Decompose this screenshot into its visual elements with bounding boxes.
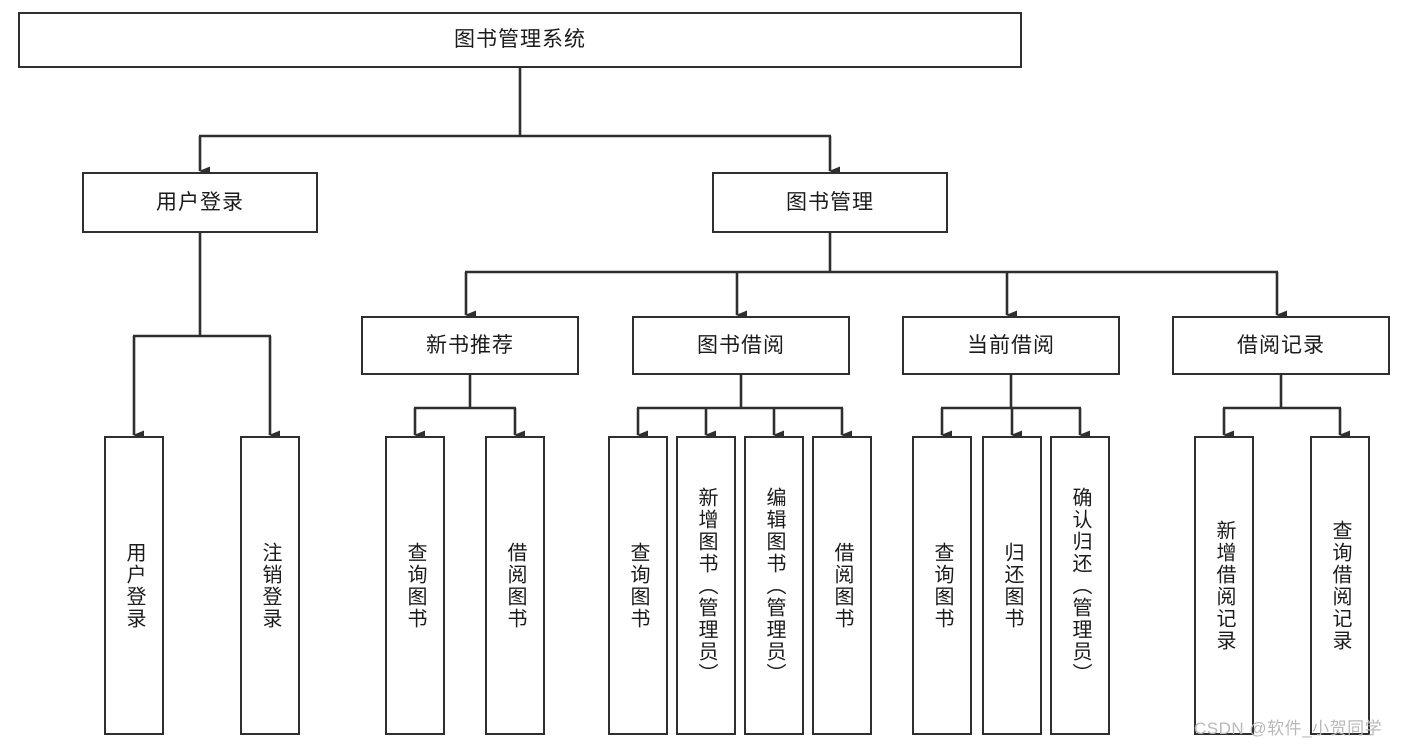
node-leaf-edit-book[interactable]: 编辑图书（管理员）	[744, 436, 804, 735]
node-book-borrow-label: 图书借阅	[697, 333, 785, 357]
node-user-login-label: 用户登录	[156, 190, 244, 214]
node-leaf-borrow-book-recommend-label: 借阅图书	[504, 541, 526, 630]
node-new-book-recommend-label: 新书推荐	[426, 333, 514, 357]
node-user-login[interactable]: 用户登录	[82, 172, 318, 233]
node-borrow-record[interactable]: 借阅记录	[1172, 316, 1390, 375]
node-leaf-query-book-recommend-label: 查询图书	[404, 541, 426, 630]
csdn-watermark: CSDN @软件_小贺同学	[1194, 719, 1383, 738]
node-leaf-add-book[interactable]: 新增图书（管理员）	[676, 436, 736, 735]
node-book-borrow[interactable]: 图书借阅	[632, 316, 850, 375]
node-borrow-record-label: 借阅记录	[1237, 333, 1325, 357]
node-leaf-user-login[interactable]: 用户登录	[104, 436, 164, 735]
node-leaf-borrow-book-recommend[interactable]: 借阅图书	[485, 436, 545, 735]
node-book-management-label: 图书管理	[786, 190, 874, 214]
node-leaf-return-book-label: 归还图书	[1001, 541, 1023, 630]
node-current-borrow-label: 当前借阅	[967, 333, 1055, 357]
node-leaf-logout-label: 注销登录	[259, 541, 281, 630]
node-leaf-edit-book-label: 编辑图书（管理员）	[763, 486, 785, 685]
node-leaf-query-book-borrow-label: 查询图书	[627, 541, 649, 630]
node-leaf-query-book-borrow[interactable]: 查询图书	[608, 436, 668, 735]
node-leaf-confirm-return[interactable]: 确认归还（管理员）	[1050, 436, 1110, 735]
node-leaf-query-book-current[interactable]: 查询图书	[912, 436, 972, 735]
node-new-book-recommend[interactable]: 新书推荐	[361, 316, 579, 375]
node-leaf-add-book-label: 新增图书（管理员）	[695, 486, 717, 685]
node-current-borrow[interactable]: 当前借阅	[902, 316, 1120, 375]
node-leaf-add-borrow-record[interactable]: 新增借阅记录	[1194, 436, 1254, 735]
node-leaf-confirm-return-label: 确认归还（管理员）	[1069, 486, 1091, 685]
node-book-management[interactable]: 图书管理	[712, 172, 948, 233]
node-root[interactable]: 图书管理系统	[18, 12, 1022, 68]
node-root-label: 图书管理系统	[454, 28, 586, 52]
node-leaf-borrow-book[interactable]: 借阅图书	[812, 436, 872, 735]
node-leaf-user-login-label: 用户登录	[123, 541, 145, 630]
node-leaf-query-borrow-record-label: 查询借阅记录	[1329, 519, 1351, 652]
node-leaf-add-borrow-record-label: 新增借阅记录	[1213, 519, 1235, 652]
node-leaf-borrow-book-label: 借阅图书	[831, 541, 853, 630]
node-leaf-query-book-current-label: 查询图书	[931, 541, 953, 630]
node-leaf-query-borrow-record[interactable]: 查询借阅记录	[1310, 436, 1370, 735]
node-leaf-query-book-recommend[interactable]: 查询图书	[385, 436, 445, 735]
node-leaf-return-book[interactable]: 归还图书	[982, 436, 1042, 735]
node-leaf-logout[interactable]: 注销登录	[240, 436, 300, 735]
